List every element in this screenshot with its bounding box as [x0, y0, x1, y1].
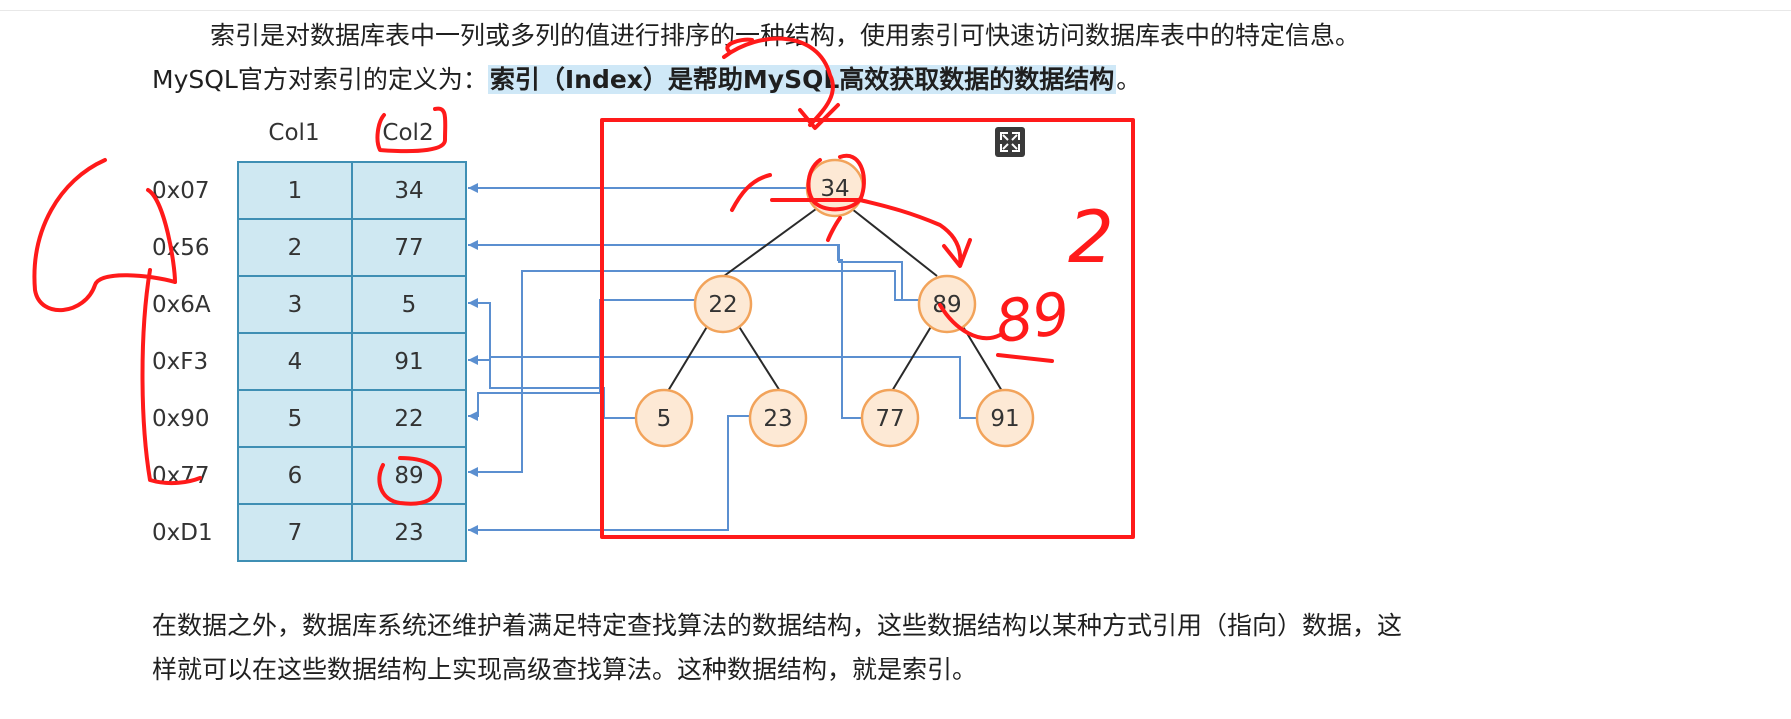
row-col2-value: 91	[394, 349, 423, 375]
annotation-root-tail	[826, 216, 842, 242]
body-paragraph-line2: 样就可以在这些数据结构上实现高级查找算法。这种数据结构，就是索引。	[152, 655, 978, 684]
annotation-6-shape	[32, 158, 177, 313]
annotation-box	[600, 118, 1135, 539]
row-address: 0xF3	[152, 349, 208, 375]
definition-prefix: MySQL官方对索引的定义为：	[152, 65, 488, 94]
annotation-col2-circle	[375, 106, 448, 154]
row-col1-value: 7	[288, 520, 303, 546]
row-col2-value: 23	[394, 520, 423, 546]
definition-suffix: 。	[1116, 65, 1142, 94]
annotation-right-arrowhead	[942, 238, 972, 268]
col1-header: Col1	[268, 120, 319, 146]
cell-r6-c1	[237, 446, 353, 505]
cell-r1-c1	[237, 161, 353, 220]
annotation-2-text: 2	[1068, 195, 1114, 279]
row-address: 0x90	[152, 406, 210, 432]
pointer-89	[468, 270, 914, 473]
row-col2-value: 5	[402, 292, 417, 318]
row-col1-value: 2	[288, 235, 303, 261]
tree-node	[917, 274, 977, 334]
annotation-right-arrow	[770, 198, 963, 267]
binary-tree: 34 22 89 5 23 77 91	[634, 158, 1035, 448]
col2-header: Col2	[382, 120, 433, 146]
tree-node-root-label: 34	[820, 176, 849, 202]
annotation-arrowhead-top	[798, 103, 840, 130]
row-address: 0x77	[152, 463, 210, 489]
intro-paragraph-line2: MySQL官方对索引的定义为：索引（Index）是帮助MySQL高效获取数据的数…	[152, 60, 1141, 100]
top-divider	[0, 10, 1791, 11]
annotation-89-hook	[938, 303, 1002, 341]
annotation-arrow-top	[722, 36, 835, 127]
data-table: Col1 Col2 0x07 0x56 0x6A 0xF3 0x90 0x77 …	[152, 120, 467, 562]
tree-node-label: 22	[708, 292, 737, 318]
row-address: 0xD1	[152, 520, 213, 546]
row-col1-value: 5	[288, 406, 303, 432]
tree-node	[748, 388, 808, 448]
cell-r5-c2	[351, 389, 467, 448]
annotation-left-mark	[730, 173, 772, 212]
pointer-links	[468, 187, 980, 531]
tree-node	[634, 388, 694, 448]
annotation-89-text: 89	[991, 279, 1074, 357]
cell-r4-c2	[351, 332, 467, 391]
cell-r7-c2	[351, 503, 467, 562]
row-col1-value: 3	[288, 292, 303, 318]
annotation-root-circle	[806, 153, 866, 212]
tree-edges	[667, 208, 1003, 392]
annotation-89-underline	[996, 353, 1054, 363]
row-col1-value: 6	[288, 463, 303, 489]
tree-node-label: 91	[990, 406, 1019, 432]
expand-icon[interactable]	[995, 127, 1025, 157]
tree-node	[693, 274, 753, 334]
cell-r2-c1	[237, 218, 353, 277]
tree-node-label: 5	[657, 406, 672, 432]
row-col1-value: 1	[288, 178, 303, 204]
cell-r4-c1	[237, 332, 353, 391]
pointer-arrowheads	[468, 183, 478, 535]
row-col2-value: 77	[394, 235, 423, 261]
pointer-91	[468, 356, 980, 419]
pointer-77	[837, 245, 866, 419]
row-col2-value: 34	[394, 178, 423, 204]
tree-node	[860, 388, 920, 448]
row-col2-value: 22	[394, 406, 423, 432]
annotation-bracket-top	[146, 188, 177, 284]
row-address: 0x56	[152, 235, 210, 261]
definition-highlight: 索引（Index）是帮助MySQL高效获取数据的数据结构	[487, 65, 1117, 94]
row-address: 0x07	[152, 178, 210, 204]
annotation-strokes: 89 2	[32, 36, 1135, 539]
row-col2-value: 89	[394, 463, 423, 489]
annotation-arrow-tail	[725, 37, 754, 54]
tree-node-label: 23	[763, 406, 792, 432]
cell-r3-c1	[237, 275, 353, 334]
tree-node	[975, 388, 1035, 448]
tree-node-label: 77	[875, 406, 904, 432]
intro-paragraph-line1: 索引是对数据库表中一列或多列的值进行排序的一种结构，使用索引可快速访问数据库表中…	[210, 21, 1361, 50]
cell-r3-c2	[351, 275, 467, 334]
annotation-bracket-bottom	[140, 268, 202, 486]
pointer-23	[468, 415, 753, 531]
row-col1-value: 4	[288, 349, 303, 375]
annotation-89-cell-circle	[377, 456, 442, 506]
pointer-5	[468, 302, 636, 419]
row-address: 0x6A	[152, 292, 211, 318]
body-paragraph-line1: 在数据之外，数据库系统还维护着满足特定查找算法的数据结构，这些数据结构以某种方式…	[152, 611, 1403, 640]
